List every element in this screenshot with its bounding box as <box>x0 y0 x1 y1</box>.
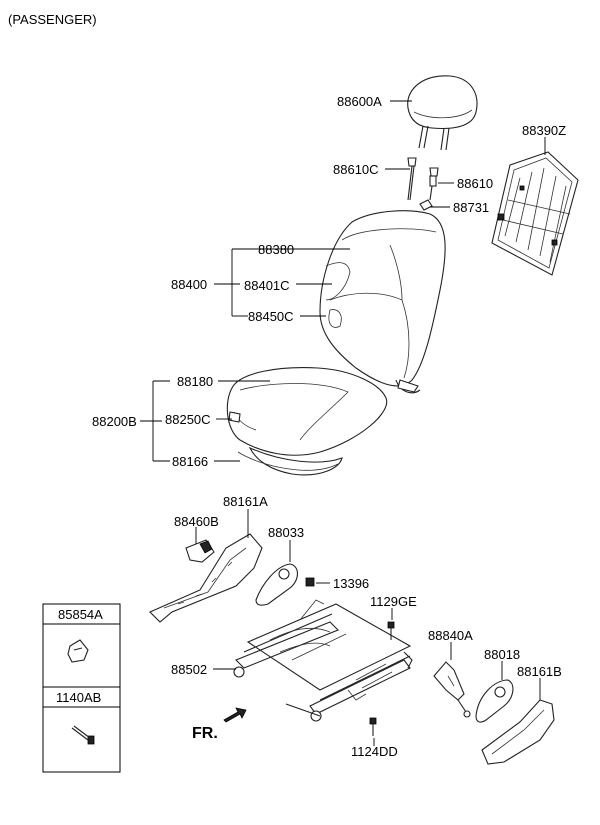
headrest-drawing <box>407 75 478 151</box>
legend-code-1: 85854A <box>58 607 103 622</box>
label-back-assembly: 88400 <box>171 277 207 292</box>
label-recliner-cover-b: 88018 <box>484 647 520 662</box>
label-back-board: 88390Z <box>522 123 566 138</box>
legend-code-2: 1140AB <box>56 690 101 705</box>
legend-table <box>42 603 121 773</box>
front-direction-label: FR. <box>192 725 218 742</box>
label-headrest: 88600A <box>337 94 382 109</box>
label-knob-cover: 88460B <box>174 514 219 529</box>
label-bolt-lower: 1124DD <box>351 744 398 759</box>
label-back-pad: 88380 <box>258 242 294 257</box>
recliner-cover-b-drawing <box>475 679 514 723</box>
label-cushion-assembly: 88200B <box>92 414 137 429</box>
screw-icon <box>71 725 95 745</box>
cushion-drawing <box>226 367 388 476</box>
clip-icon <box>67 639 89 663</box>
label-back-cover: 88401C <box>244 278 290 293</box>
label-back-lumbar: 88450C <box>248 309 294 324</box>
label-cushion-cover: 88250C <box>165 412 211 427</box>
outer-shield-drawing <box>481 699 555 765</box>
inner-shield-drawing <box>149 533 263 623</box>
label-recliner-cover: 88033 <box>268 525 304 540</box>
variant-title: (PASSENGER) <box>8 12 97 27</box>
label-bolt-upper: 1129GE <box>370 594 417 609</box>
label-headrest-guide-b: 88610 <box>457 176 493 191</box>
label-seat-track: 88502 <box>171 662 207 677</box>
seat-track-drawing <box>233 599 413 722</box>
label-headrest-guide-a: 88610C <box>333 162 379 177</box>
label-cushion-pad: 88180 <box>177 374 213 389</box>
bolt-upper-drawing <box>387 621 395 640</box>
label-guide-clip: 88731 <box>453 200 489 215</box>
back-board-drawing <box>491 151 579 276</box>
recliner-cover-drawing <box>255 563 299 606</box>
label-cushion-base: 88166 <box>172 454 208 469</box>
label-outer-shield: 88161B <box>517 664 562 679</box>
seat-back-drawing <box>319 210 446 394</box>
nut-icon <box>305 577 315 587</box>
label-belt-buckle: 88840A <box>428 628 473 643</box>
bolt-lower-drawing <box>369 717 377 736</box>
front-arrow-icon <box>223 707 247 723</box>
label-inner-shield: 88161A <box>223 494 268 509</box>
label-nut: 13396 <box>333 576 369 591</box>
belt-buckle-drawing <box>433 661 471 718</box>
